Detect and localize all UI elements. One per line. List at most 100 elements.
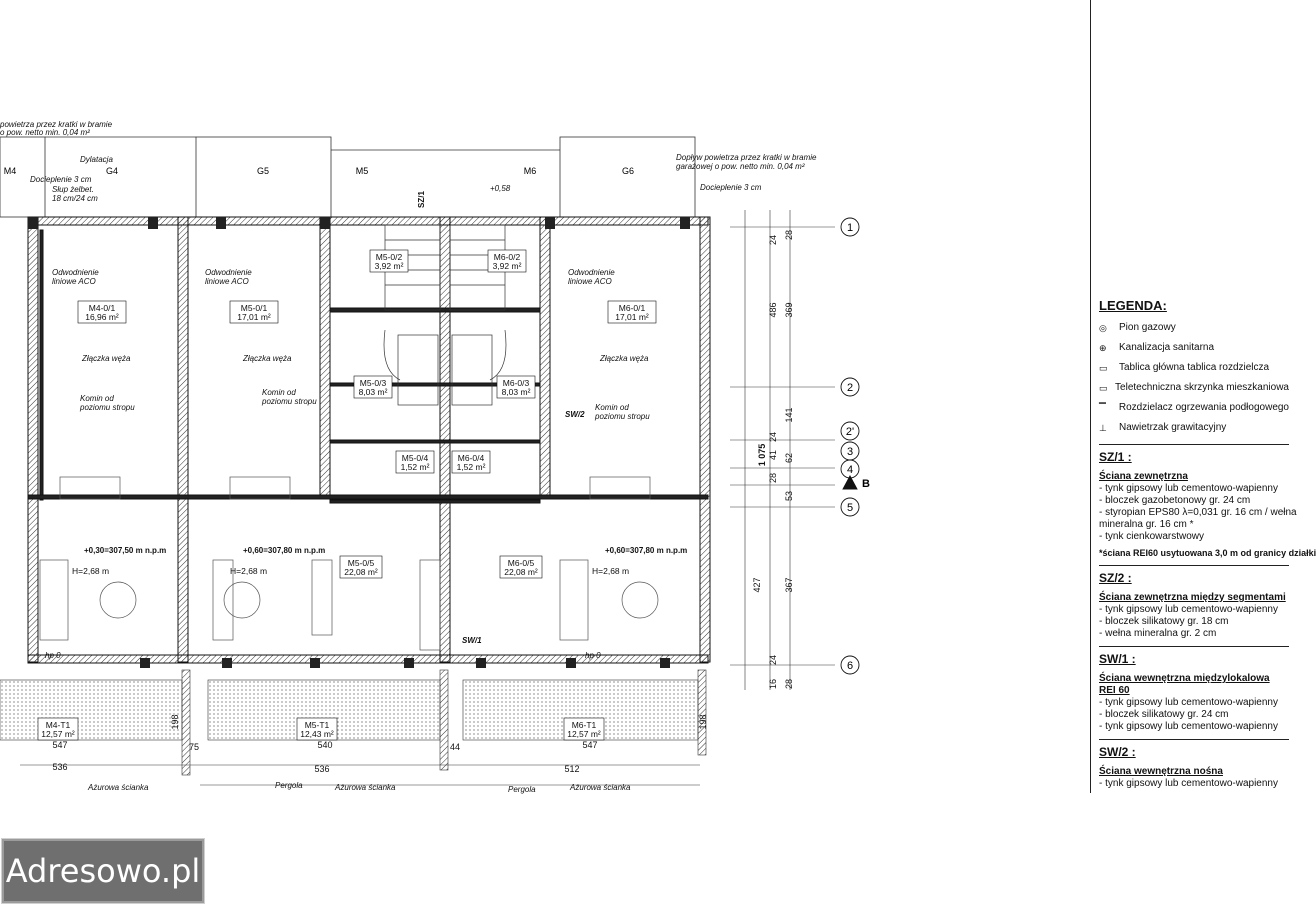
note-dylatacja: Dylatacja xyxy=(80,155,113,164)
telecom-box-icon: ▭ xyxy=(1099,383,1108,393)
room-m5-05-id: M5-0/5 xyxy=(348,558,375,568)
axis-1: 1 xyxy=(847,222,853,234)
note-docieplenie-left: Docieplenie 3 cm xyxy=(30,175,92,184)
room-m6-03-id: M6-0/3 xyxy=(503,378,530,388)
dim-b-7: 75 xyxy=(189,742,199,752)
note-air-left: powietrza przez kratki w bramie xyxy=(0,120,113,129)
dim-r-5: 24 xyxy=(768,432,778,442)
legend-item: ⊕Kanalizacja sanitarna xyxy=(1099,342,1215,353)
dim-r-2: 369 xyxy=(784,302,794,317)
dim-b-8: 198 xyxy=(170,714,180,729)
label-komin3: Komin od xyxy=(595,403,629,412)
dim-r-13: 24 xyxy=(768,655,778,665)
azurowa-3: Ażurowa ścianka xyxy=(569,783,631,792)
hp0-a: hp 0 xyxy=(45,651,61,660)
label-slup: Słup żelbet. xyxy=(52,185,94,194)
dim-r-7: 62 xyxy=(784,453,794,463)
room-m5-04-area: 1,52 m² xyxy=(401,462,430,472)
axis-5: 5 xyxy=(847,502,853,514)
label-komin1b: poziomu stropu xyxy=(79,403,135,412)
label-odw2: Odwodnienie xyxy=(205,268,252,277)
legend-item: ▔Rozdzielacz ogrzewania podłogowego xyxy=(1099,402,1289,413)
dim-r-3: 486 xyxy=(768,302,778,317)
legend-item: ▭Tablica główna tablica rozdzielcza xyxy=(1099,362,1270,373)
label-komin3b: poziomu stropu xyxy=(594,412,650,421)
room-m6-03-area: 8,03 m² xyxy=(502,387,531,397)
room-m5-04-id: M5-0/4 xyxy=(402,453,429,463)
legend-section-sw2: SW/2 : Ściana wewnętrzna nośna - tynk gi… xyxy=(1099,739,1289,790)
room-m6-04-area: 1,52 m² xyxy=(457,462,486,472)
walls xyxy=(27,216,711,664)
legend-section-sz1: SZ/1 : Ściana zewnętrzna - tynk gipsowy … xyxy=(1099,444,1316,559)
unit-m4: M4 xyxy=(4,166,17,176)
label-komin1: Komin od xyxy=(80,394,114,403)
gate-g6: G6 xyxy=(622,166,634,176)
dim-r-14: 16 xyxy=(768,679,778,689)
hkond-m6: H=2,68 m xyxy=(592,566,629,576)
room-m6-05-area: 22,08 m² xyxy=(504,567,538,577)
wall-sz1: SZ/1 xyxy=(417,191,426,208)
room-m4-t1-area: 12,57 m² xyxy=(41,729,75,739)
room-m4-t1-id: M4-T1 xyxy=(46,720,71,730)
gas-riser-icon: ◎ xyxy=(1099,323,1107,333)
axis-markers xyxy=(840,217,860,675)
label-odw1b: liniowe ACO xyxy=(52,277,96,286)
label-odw1: Odwodnienie xyxy=(52,268,99,277)
dim-b-1: 536 xyxy=(314,764,329,774)
heating-manifold-icon: ▔ xyxy=(1099,403,1106,413)
room-m5-03-id: M5-0/3 xyxy=(360,378,387,388)
room-m4-01-area: 16,96 m² xyxy=(85,312,119,322)
label-zlaczka1: Złączka węża xyxy=(81,354,131,363)
axis-2p: 2' xyxy=(846,426,854,438)
dim-b-4: 540 xyxy=(317,740,332,750)
level-m6: +0,60=307,80 m n.p.m xyxy=(605,546,687,555)
dim-b-9: 198 xyxy=(698,714,708,729)
dim-r-9: 53 xyxy=(784,491,794,501)
vent-icon: ⊥ xyxy=(1099,423,1107,433)
room-m6-02-area: 3,92 m² xyxy=(493,261,522,271)
furniture xyxy=(39,476,659,651)
hp0-b: hp 0 xyxy=(585,651,601,660)
label-komin2b: poziomu stropu xyxy=(261,397,317,406)
dim-r-6: 41 xyxy=(768,450,778,460)
unit-m5: M5 xyxy=(356,166,369,176)
floor-plan: 1 2 2' 3 4 5 6 B 28 24 369 486 141 24 41… xyxy=(0,120,870,794)
legend-item: ▭Teletechniczna skrzynka mieszkaniowa xyxy=(1099,382,1289,393)
room-m5-t1-area: 12,43 m² xyxy=(300,729,334,739)
axis-4: 4 xyxy=(847,464,853,476)
legend-item: ◎Pion gazowy xyxy=(1099,322,1176,333)
wall-sw2: SW/2 xyxy=(565,410,585,419)
hkond-m4: H=2,68 m xyxy=(72,566,109,576)
label-zlaczka3: Złączka węża xyxy=(599,354,649,363)
gate-g5: G5 xyxy=(257,166,269,176)
legend-crop xyxy=(1090,793,1280,905)
dim-b-3: 547 xyxy=(52,740,67,750)
room-m5-05-area: 22,08 m² xyxy=(344,567,378,577)
legend-section-sz2: SZ/2 : Ściana zewnętrzna między segmenta… xyxy=(1099,565,1289,640)
note-level-top: +0,58 xyxy=(490,184,511,193)
level-m4: +0,30=307,50 m n.p.m xyxy=(84,546,166,555)
hkond-m5: H=2,68 m xyxy=(230,566,267,576)
room-m6-01-area: 17,01 m² xyxy=(615,312,649,322)
gate-outlines xyxy=(0,136,696,218)
room-m6-05-id: M6-0/5 xyxy=(508,558,535,568)
watermark-logo: Adresowo.pl xyxy=(1,838,205,904)
azurowa-1: Ażurowa ścianka xyxy=(87,783,149,792)
legend-item: ⊥Nawietrzak grawitacyjny xyxy=(1099,422,1227,433)
room-m5-02-id: M5-0/2 xyxy=(376,252,403,262)
room-m6-02-id: M6-0/2 xyxy=(494,252,521,262)
room-m6-t1-area: 12,57 m² xyxy=(567,729,601,739)
sewer-icon: ⊕ xyxy=(1099,343,1107,353)
dim-r-12: 367 xyxy=(784,577,794,592)
note-docieplenie-right: Docieplenie 3 cm xyxy=(700,183,762,192)
dim-r-4: 141 xyxy=(784,407,794,422)
columns xyxy=(28,217,690,668)
room-m6-t1-id: M6-T1 xyxy=(572,720,597,730)
pergola-2: Pergola xyxy=(508,785,536,794)
room-m6-04-id: M6-0/4 xyxy=(458,453,485,463)
dim-b-6: 44 xyxy=(450,742,460,752)
label-odw2b: liniowe ACO xyxy=(205,277,249,286)
room-m6-01-id: M6-0/1 xyxy=(619,303,646,313)
note-air-left2: o pow. netto min. 0,04 m² xyxy=(0,128,90,137)
pergola-1: Pergola xyxy=(275,781,303,790)
